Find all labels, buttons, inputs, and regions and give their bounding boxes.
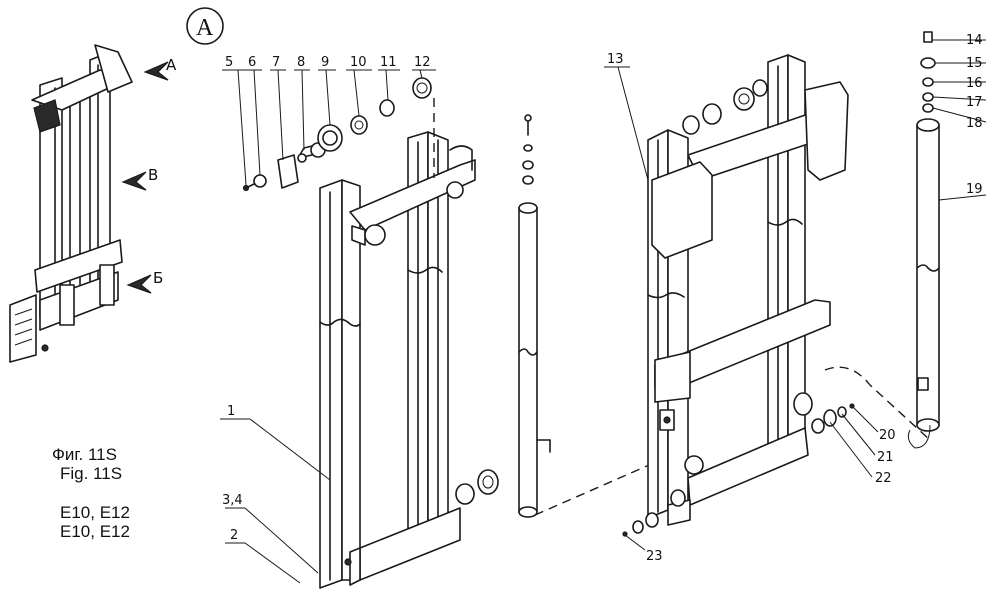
callout-21: 21 <box>877 450 894 465</box>
overview-arrow-b: B <box>121 166 158 191</box>
svg-text:B: B <box>148 166 158 184</box>
callout-14: 14 <box>966 33 983 48</box>
outer-mast-frame <box>319 131 499 589</box>
callout-8: 8 <box>297 55 305 70</box>
svg-text:A: A <box>196 15 214 41</box>
caption-line-1: Фиг. 11S <box>52 445 117 464</box>
small-parts-set-right <box>622 403 855 537</box>
callout-16: 16 <box>966 76 983 91</box>
caption-line-3: E10, E12 <box>60 503 130 522</box>
leader-lines <box>220 39 987 584</box>
callout-15: 15 <box>966 56 983 71</box>
callout-18: 18 <box>966 116 983 131</box>
inner-mast-carriage <box>647 54 849 526</box>
caption-line-4: E10, E12 <box>60 522 130 541</box>
callout-19: 19 <box>966 182 983 197</box>
callout-17: 17 <box>966 95 983 110</box>
callout-12: 12 <box>414 55 431 70</box>
callout-6: 6 <box>248 55 256 70</box>
assembly-dashline-right <box>824 366 931 441</box>
callout-20: 20 <box>879 428 896 443</box>
callout-2: 2 <box>230 528 238 543</box>
svg-text:A: A <box>166 56 177 74</box>
lift-cylinder <box>916 31 940 432</box>
overview-mast <box>9 44 133 363</box>
cylinder-hose <box>907 424 931 449</box>
overview-arrow-a: A <box>143 56 177 81</box>
callout-7: 7 <box>272 55 280 70</box>
small-parts-set-top <box>242 77 432 192</box>
callout-1: 1 <box>227 404 235 419</box>
callout-11: 11 <box>380 55 397 70</box>
caption-line-2: Fig. 11S <box>60 464 122 483</box>
callout-10: 10 <box>350 55 367 70</box>
svg-text:Б: Б <box>153 269 163 287</box>
callout-23: 23 <box>646 549 663 564</box>
callout-5: 5 <box>225 55 233 70</box>
callout-9: 9 <box>321 55 329 70</box>
callout-22: 22 <box>875 471 892 486</box>
view-marker-a: A <box>186 7 224 45</box>
center-cylinder <box>518 114 551 518</box>
callout-3-4: 3,4 <box>222 493 243 508</box>
overview-arrow-be: Б <box>126 269 163 294</box>
callout-13: 13 <box>607 52 624 67</box>
